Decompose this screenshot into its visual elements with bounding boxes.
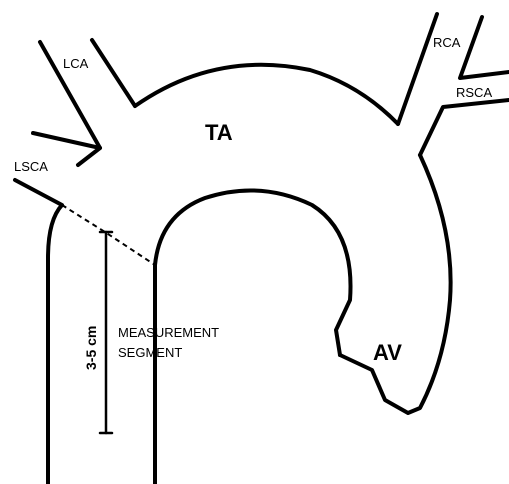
label-lsca: LSCA [14,159,48,174]
label-av: AV [373,340,402,365]
label-rsca: RSCA [456,85,492,100]
label-measurement-line2: SEGMENT [118,345,182,360]
aortic-arch-outer-top [135,65,398,124]
rca-branch-right-wall [460,17,509,78]
label-rca: RCA [433,35,461,50]
label-measurement-line1: MEASUREMENT [118,325,219,340]
rsca-branch-lower-wall [420,100,509,155]
label-ta: TA [205,120,233,145]
measurement-segment-boundary-dashed [62,205,155,265]
label-lca: LCA [63,56,89,71]
rca-branch-left-wall [398,14,437,124]
label-distance: 3-5 cm [83,326,99,370]
aorta-outer-wall-left [15,180,62,484]
lca-branch-right-wall [92,40,135,106]
aortic-arch-outer-right [340,155,451,413]
